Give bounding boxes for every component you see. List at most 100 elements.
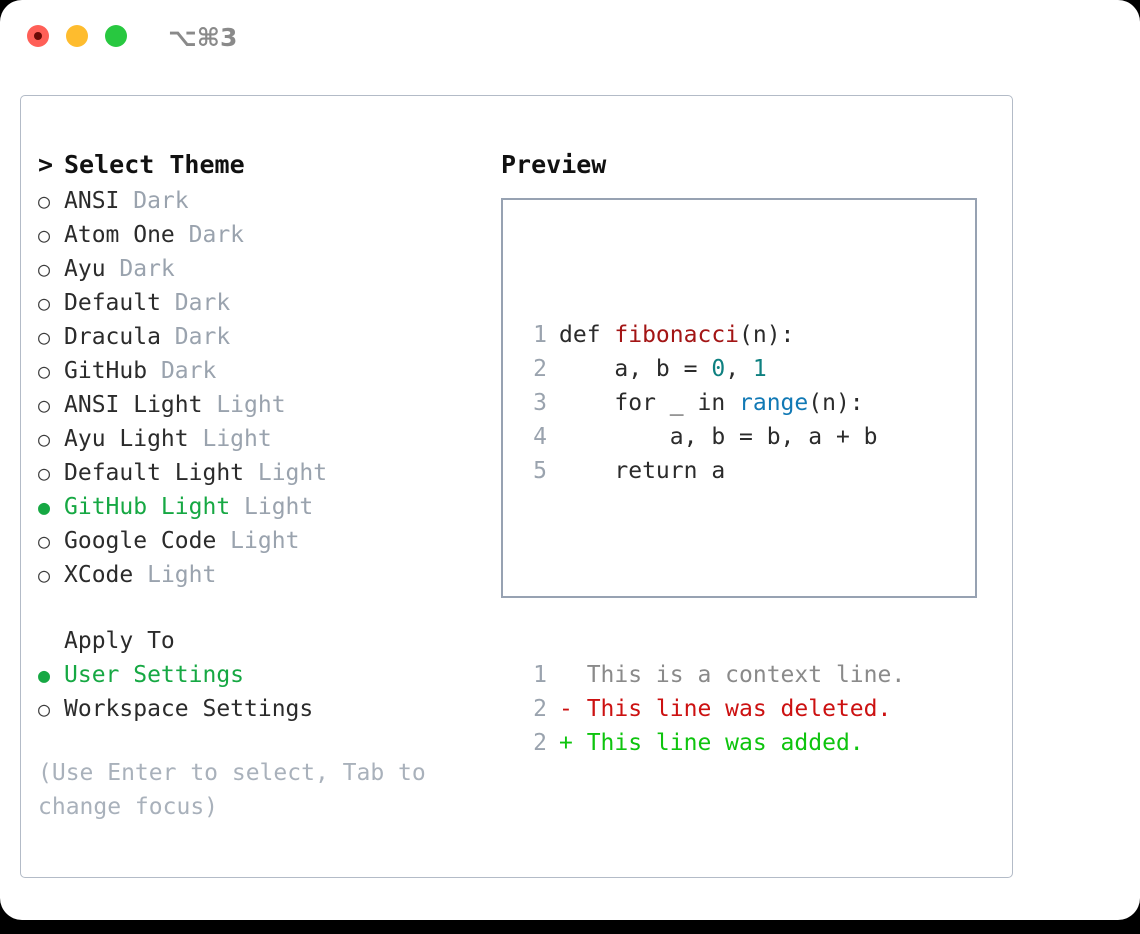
code-token: range (739, 390, 809, 416)
theme-selector-column: > Select Theme ○ANSI Dark○Atom One Dark○… (38, 146, 478, 824)
radio-unselected-icon[interactable]: ○ (38, 529, 51, 553)
theme-list-item[interactable]: ○ Google Code Light (38, 524, 478, 558)
apply-to-list: ● User Settings ○ Workspace Settings (38, 658, 478, 726)
theme-list-item[interactable]: ○ Ayu Dark (38, 252, 478, 286)
theme-list-item[interactable]: ○ Ayu Light Light (38, 422, 478, 456)
theme-name: GitHub (64, 358, 148, 384)
theme-name: ANSI Light (64, 392, 203, 418)
code-token: a, b = (559, 356, 712, 382)
apply-to-item[interactable]: ○ Workspace Settings (38, 692, 478, 726)
code-line: 5 return a (519, 454, 905, 488)
code-token: a, b = b, a + b (559, 424, 878, 450)
radio-unselected-icon[interactable]: ○ (38, 223, 51, 247)
theme-variant-label: Dark (174, 222, 245, 248)
radio-unselected-icon[interactable]: ○ (38, 697, 51, 721)
apply-to-label: User Settings (64, 662, 245, 688)
theme-name: ANSI (64, 188, 120, 214)
theme-variant-label: Light (230, 494, 314, 520)
code-line: 2 a, b = 0, 1 (519, 352, 905, 386)
line-number: 4 (533, 424, 547, 450)
theme-list-item[interactable]: ○ Atom One Dark (38, 218, 478, 252)
theme-variant-label: Dark (147, 358, 217, 384)
theme-list: ○ANSI Dark○Atom One Dark○Ayu Dark○Defaul… (38, 184, 478, 592)
code-blank-line (519, 556, 905, 590)
apply-to-spacer-icon (38, 624, 64, 658)
radio-selected-icon[interactable]: ● (38, 663, 51, 687)
code-token: (n): (808, 390, 864, 416)
window-controls (27, 25, 127, 47)
diff-line: 2+ This line was added. (519, 726, 905, 760)
theme-variant-label: Dark (119, 188, 189, 214)
radio-unselected-icon[interactable]: ○ (38, 189, 51, 213)
line-number: 2 (533, 696, 547, 722)
close-button[interactable] (27, 25, 49, 47)
theme-list-item[interactable]: ○ Default Dark (38, 286, 478, 320)
code-token: 0 (711, 356, 726, 382)
code-token: fibonacci (614, 322, 740, 348)
theme-variant-label: Dark (105, 256, 175, 282)
theme-name: Default (64, 290, 161, 316)
theme-name: Ayu Light (64, 426, 189, 452)
prompt-caret-icon: > (38, 150, 54, 179)
select-theme-title: Select Theme (64, 150, 245, 179)
theme-list-item[interactable]: ○ GitHub Dark (38, 354, 478, 388)
theme-name: Dracula (64, 324, 161, 350)
keyboard-shortcut-label: ⌥⌘3 (168, 23, 238, 52)
theme-list-item[interactable]: ○ ANSI Dark (38, 184, 478, 218)
radio-unselected-icon[interactable]: ○ (38, 257, 51, 281)
radio-unselected-icon[interactable]: ○ (38, 427, 51, 451)
theme-variant-label: Dark (160, 324, 231, 350)
radio-unselected-icon[interactable]: ○ (38, 563, 51, 587)
theme-name: Atom One (64, 222, 175, 248)
code-line: 3 for _ in range(n): (519, 386, 905, 420)
diff-line: 2 - This line was deleted. (519, 692, 905, 726)
line-number: 1 (533, 322, 547, 348)
code-line: 4 a, b = b, a + b (519, 420, 905, 454)
theme-list-item[interactable]: ○ Dracula Dark (38, 320, 478, 354)
diff-line: 1 This is a context line. (519, 658, 905, 692)
radio-selected-icon[interactable]: ● (38, 495, 51, 519)
theme-variant-label: Light (188, 426, 272, 452)
title-bar: ⌥⌘3 (0, 0, 1140, 78)
keyboard-hint-text: (Use Enter to select, Tab to change focu… (38, 760, 440, 820)
apply-to-item[interactable]: ● User Settings (38, 658, 478, 692)
diff-text: + This line was added. (559, 730, 864, 756)
theme-list-item[interactable]: ○ ANSI Light Light (38, 388, 478, 422)
theme-variant-label: Light (216, 528, 300, 554)
theme-list-item[interactable]: ○XCode Light (38, 558, 478, 592)
radio-unselected-icon[interactable]: ○ (38, 461, 51, 485)
code-token: def (559, 322, 615, 348)
radio-unselected-icon[interactable]: ○ (38, 325, 51, 349)
theme-list-item[interactable]: ● GitHub Light Light (38, 490, 478, 524)
diff-text: This is a context line. (559, 662, 906, 688)
preview-title: Preview (501, 150, 607, 179)
theme-variant-label: Dark (160, 290, 231, 316)
code-token: 1 (752, 356, 767, 382)
diff-text: - This line was deleted. (559, 696, 892, 722)
theme-name: GitHub Light (64, 494, 231, 520)
diff-block: 1 This is a context line. 2 - This line wa… (519, 658, 905, 760)
radio-unselected-icon[interactable]: ○ (38, 393, 51, 417)
line-number: 3 (533, 390, 547, 416)
radio-unselected-icon[interactable]: ○ (38, 291, 51, 315)
line-number: 5 (533, 458, 547, 484)
apply-to-label: Workspace Settings (64, 696, 314, 722)
apply-to-title: Apply To (64, 628, 175, 654)
radio-unselected-icon[interactable]: ○ (38, 359, 51, 383)
code-token: return a (559, 458, 726, 484)
code-token: for _ in (559, 390, 740, 416)
apply-to-header: Apply To (38, 624, 478, 658)
theme-name: Google Code (64, 528, 217, 554)
maximize-button[interactable] (105, 25, 127, 47)
minimize-button[interactable] (66, 25, 88, 47)
code-token: (n): (739, 322, 795, 348)
theme-list-item[interactable]: ○Default Light Light (38, 456, 478, 490)
theme-name: Ayu (64, 256, 106, 282)
line-number: 1 (533, 662, 547, 688)
theme-variant-label: Light (202, 392, 286, 418)
main-panel: > Select Theme ○ANSI Dark○Atom One Dark○… (20, 95, 1013, 878)
